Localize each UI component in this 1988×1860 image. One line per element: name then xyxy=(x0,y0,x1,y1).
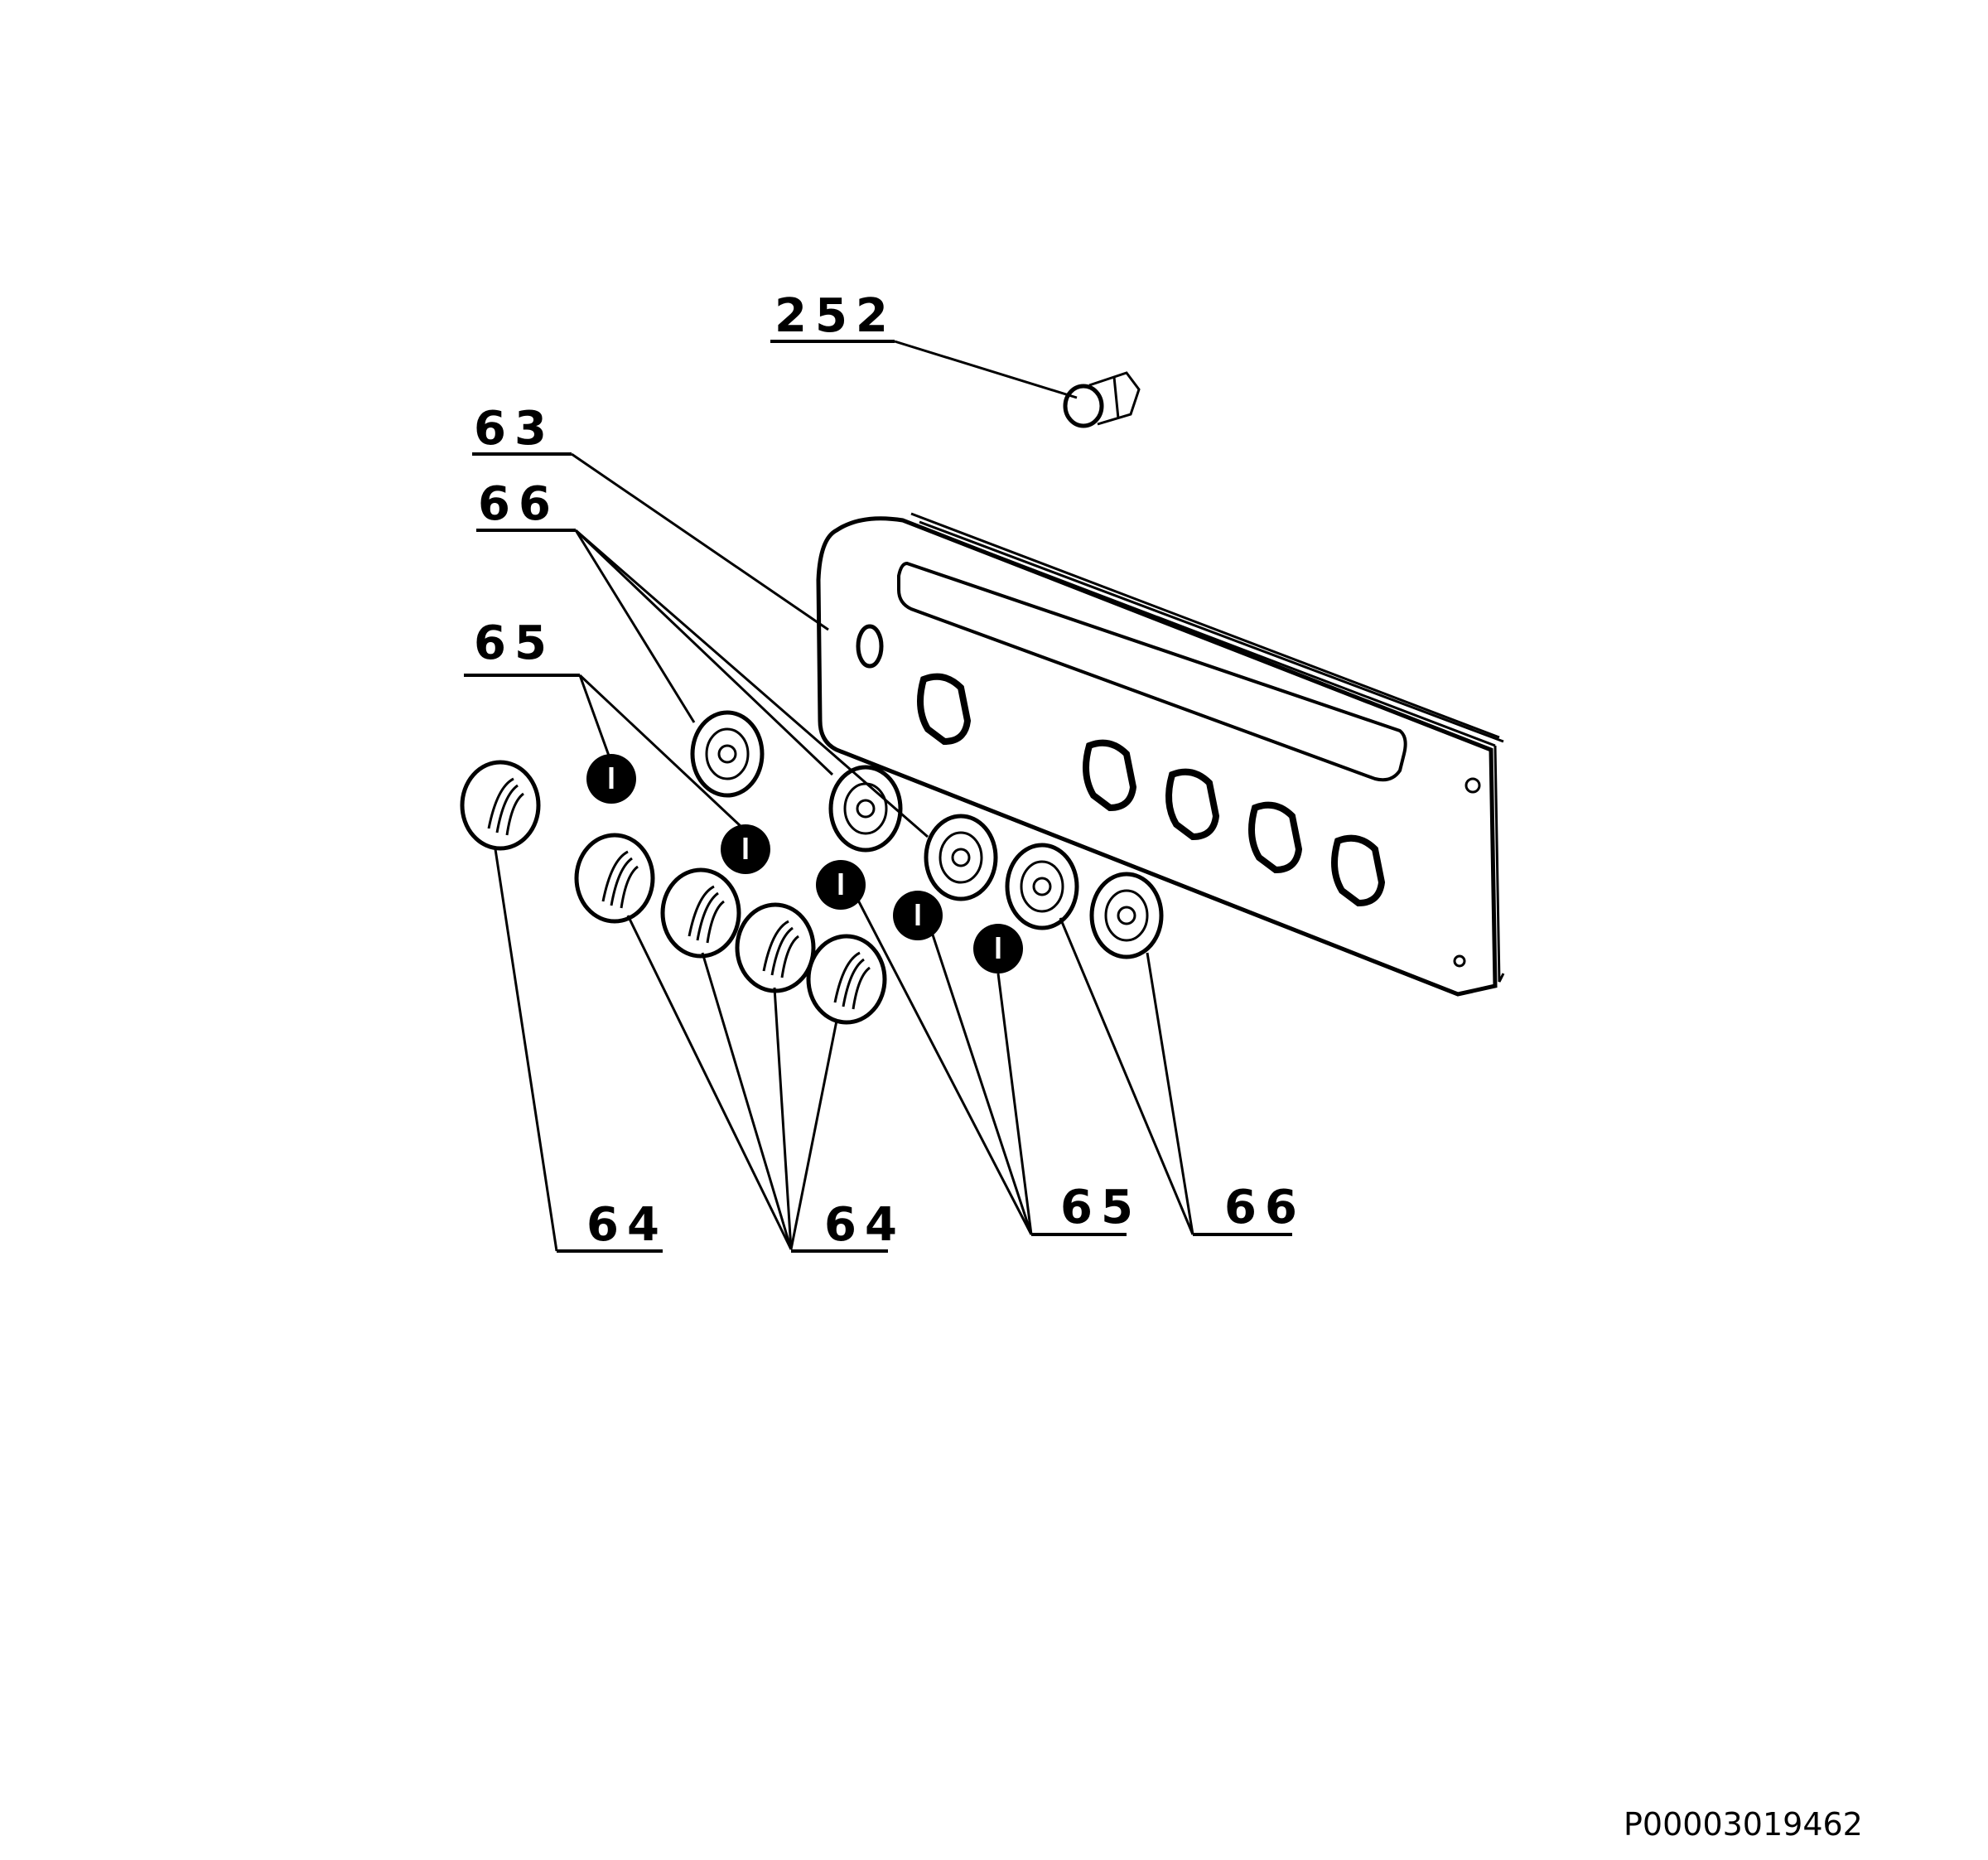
callout-65-top: 65 xyxy=(474,616,555,670)
knob xyxy=(460,760,541,851)
bezel-ring xyxy=(1089,872,1164,959)
callout-66-top: 66 xyxy=(478,477,559,531)
spring-clips xyxy=(586,754,1023,973)
callout-underlines xyxy=(464,340,1292,1253)
callout-65-bottom: 65 xyxy=(1060,1181,1141,1234)
callout-63: 63 xyxy=(474,402,555,456)
callout-labels: 252 63 66 65 64 64 65 66 xyxy=(474,289,1305,1252)
callout-64-left: 64 xyxy=(586,1198,668,1252)
control-knobs xyxy=(460,760,887,1025)
callout-252: 252 xyxy=(774,289,896,343)
callout-66-bottom: 66 xyxy=(1224,1181,1305,1234)
bezel-ring xyxy=(828,765,903,853)
leader-lines xyxy=(494,340,1194,1252)
knob xyxy=(806,934,887,1025)
part-252-fitting xyxy=(1063,371,1141,428)
panel-apertures xyxy=(917,673,1386,907)
bezel-ring xyxy=(924,814,998,901)
knob xyxy=(660,867,741,959)
knob xyxy=(574,833,655,924)
callout-64-mid: 64 xyxy=(824,1198,905,1252)
knob xyxy=(735,902,816,993)
bezel-ring xyxy=(690,710,765,798)
bezel-ring xyxy=(1005,843,1079,930)
control-panel xyxy=(816,512,1505,997)
drawing-id: P00003019462 xyxy=(1624,1806,1863,1843)
bezel-rings xyxy=(690,710,1164,959)
